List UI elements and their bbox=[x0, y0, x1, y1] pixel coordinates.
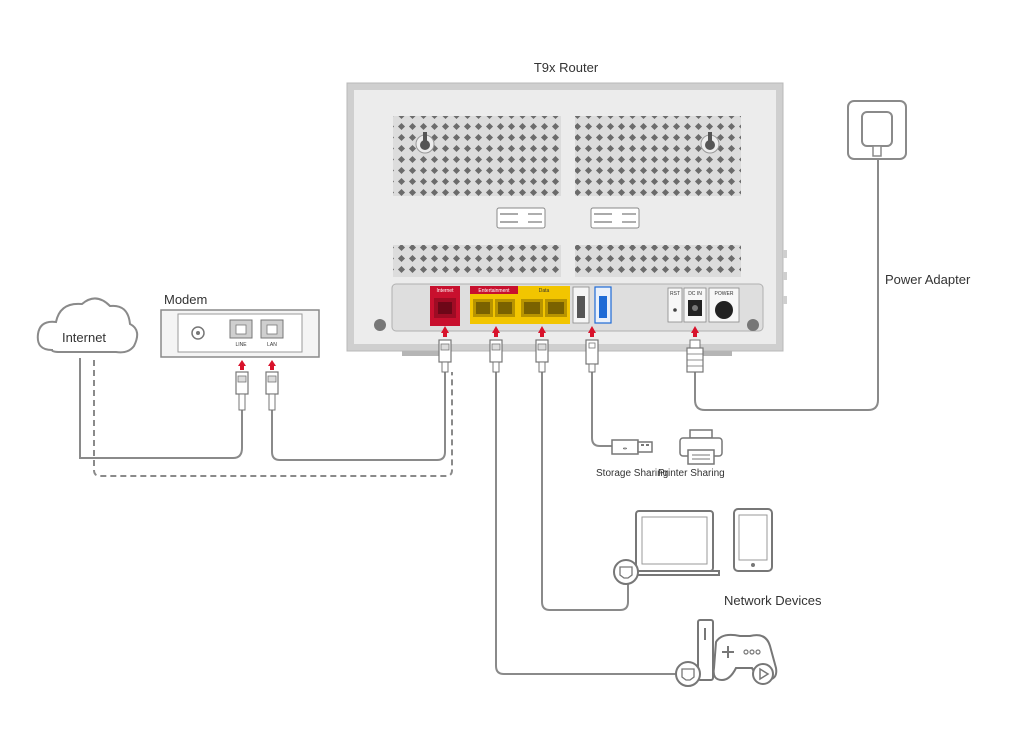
svg-text:⇹: ⇹ bbox=[623, 446, 627, 452]
router-title: T9x Router bbox=[534, 60, 599, 75]
game-console-icon bbox=[675, 619, 778, 687]
ethernet-plug-icon bbox=[535, 326, 549, 373]
port-data-label: Data bbox=[539, 288, 550, 294]
power-adapter-icon bbox=[847, 100, 907, 160]
modem-title: Modem bbox=[164, 292, 207, 307]
port-internet-label: Internet bbox=[437, 288, 455, 294]
port-dcin-label: DC IN bbox=[688, 291, 702, 297]
network-devices-label: Network Devices bbox=[724, 593, 822, 608]
cable-entertainment bbox=[495, 372, 680, 675]
ethernet-plug-icon bbox=[235, 360, 249, 411]
power-plug-icon bbox=[686, 326, 704, 373]
cable-power bbox=[694, 160, 879, 411]
port-rst-label: RST bbox=[670, 291, 680, 297]
ethernet-plug-icon bbox=[438, 326, 452, 373]
router-icon: T9x Router bbox=[346, 60, 787, 356]
port-entertainment-label: Entertainment bbox=[478, 288, 510, 294]
power-adapter-label: Power Adapter bbox=[885, 272, 971, 287]
cable-wan bbox=[271, 372, 446, 461]
cloud-icon: Internet bbox=[36, 297, 139, 354]
tablet-icon bbox=[733, 508, 773, 572]
printer-sharing-label: Printer Sharing bbox=[658, 468, 725, 479]
modem-line-port-label: LINE bbox=[235, 342, 247, 348]
cable-line bbox=[79, 358, 243, 459]
cable-dashed bbox=[93, 360, 453, 477]
cable-usb bbox=[591, 372, 612, 447]
cable-data bbox=[541, 372, 629, 611]
printer-icon bbox=[679, 429, 723, 465]
cables bbox=[79, 160, 879, 675]
usb-drive-icon: ⇹ bbox=[611, 439, 653, 455]
modem-icon: Modem LINE LAN bbox=[160, 292, 320, 358]
ethernet-plug-icon bbox=[489, 326, 503, 373]
storage-sharing-label: Storage Sharing bbox=[596, 468, 668, 479]
laptop-icon bbox=[613, 510, 720, 585]
modem-lan-port-label: LAN bbox=[267, 342, 277, 348]
port-power-label: POWER bbox=[715, 291, 734, 297]
usb-plug-icon bbox=[585, 326, 599, 373]
ethernet-plug-icon bbox=[265, 360, 279, 411]
cloud-label: Internet bbox=[62, 330, 106, 345]
